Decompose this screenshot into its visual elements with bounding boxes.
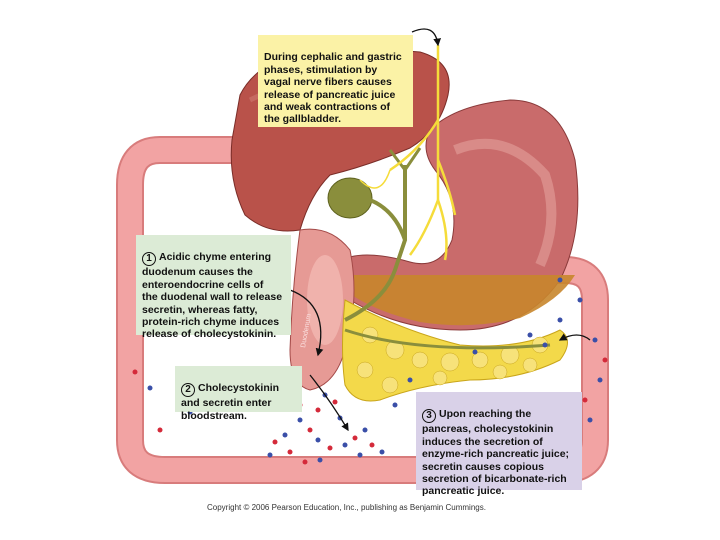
step3-number: 3: [422, 409, 436, 423]
cephalic-phase-text: During cephalic and gastric phases, stim…: [264, 51, 402, 125]
step1-number: 1: [142, 252, 156, 266]
arrow-cephalic: [412, 29, 438, 45]
cephalic-phase-box: During cephalic and gastric phases, stim…: [258, 35, 413, 127]
copyright-notice: Copyright © 2006 Pearson Education, Inc.…: [207, 503, 486, 512]
arrow-step2: [310, 375, 348, 430]
step3-text: Upon reaching the pancreas, cholecystoki…: [422, 408, 569, 497]
step1-text: Acidic chyme entering duodenum causes th…: [142, 251, 282, 340]
step2-number: 2: [181, 383, 195, 397]
